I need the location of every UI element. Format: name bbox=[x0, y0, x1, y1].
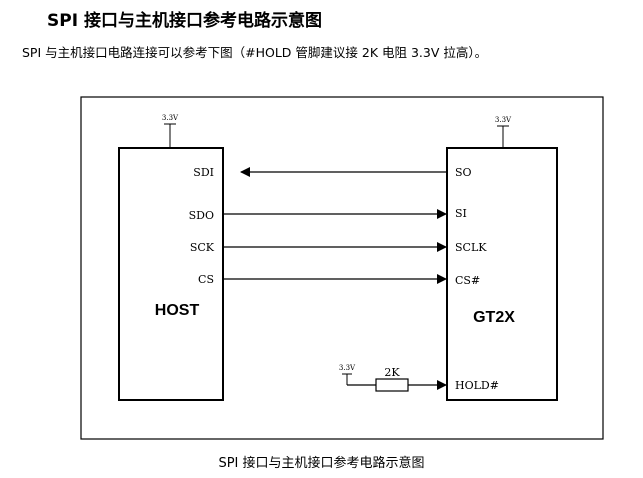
resistor-symbol bbox=[375, 378, 409, 392]
page-heading: SPI 接口与主机接口参考电路示意图 bbox=[47, 11, 322, 31]
resistor-label: 2K bbox=[384, 366, 400, 379]
diagram-caption: SPI 接口与主机接口参考电路示意图 bbox=[218, 456, 425, 471]
host-block: 3.3V HOST SDI SDO SCK CS bbox=[118, 114, 224, 401]
host-pin-sdi: SDI bbox=[193, 166, 214, 179]
device-pin-si: SI bbox=[455, 207, 467, 220]
device-pin-hold: HOLD# bbox=[455, 379, 499, 392]
hold-pullup: 3.3V 2K bbox=[339, 364, 447, 392]
description-text: SPI 与主机接口电路连接可以参考下图（#HOLD 管脚建议接 2K 电阻 3.… bbox=[22, 45, 488, 60]
host-pin-cs: CS bbox=[198, 273, 214, 286]
pullup-supply-label: 3.3V bbox=[339, 364, 356, 372]
device-pin-so: SO bbox=[455, 166, 472, 179]
device-pin-sclk: SCLK bbox=[455, 241, 487, 254]
device-name: GT2X bbox=[473, 309, 515, 326]
host-name: HOST bbox=[155, 302, 200, 319]
device-pin-cs: CS# bbox=[455, 274, 480, 287]
diagram-frame bbox=[80, 96, 604, 440]
device-block: 3.3V GT2X SO SI SCLK CS# HOLD# bbox=[446, 116, 558, 401]
host-power-label: 3.3V bbox=[162, 114, 179, 122]
host-pin-sck: SCK bbox=[190, 241, 215, 254]
device-power-label: 3.3V bbox=[495, 116, 512, 124]
host-pin-sdo: SDO bbox=[189, 209, 214, 222]
